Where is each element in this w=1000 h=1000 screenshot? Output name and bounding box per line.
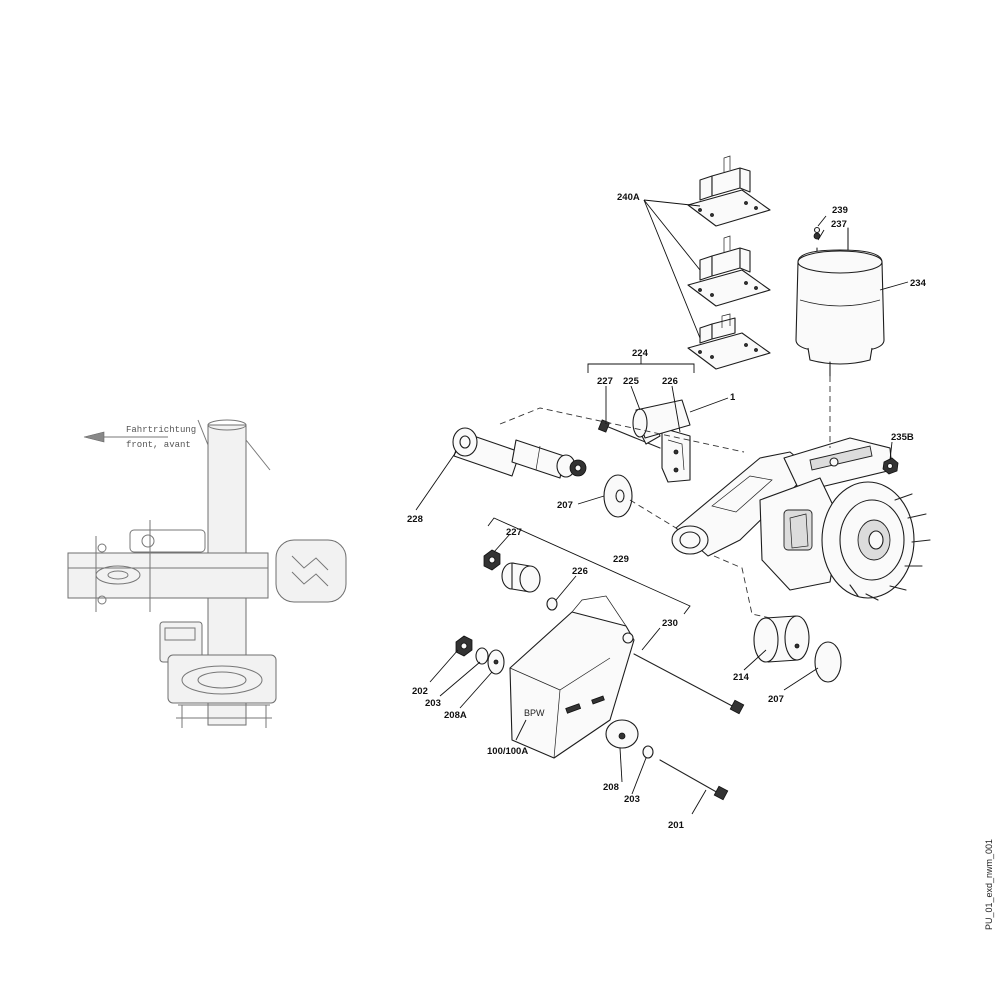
left-nut-202 [455, 635, 473, 657]
callout-228: 228 [407, 514, 423, 525]
direction-arrow-icon [83, 431, 168, 443]
bottom-washer-203 [642, 745, 654, 759]
overview-trailing-arm [67, 552, 269, 599]
drawing-code: PU_01_exd_nwm_001 [984, 839, 994, 930]
callout-239: 239 [832, 205, 848, 216]
wheel-studs [849, 493, 931, 601]
washer-disc-upper [603, 474, 633, 518]
callout-201: 201 [668, 820, 685, 831]
leader-lines [415, 199, 909, 815]
overview-assembly: Fahrtrichtung front, avant [67, 419, 347, 728]
hanger-stamp: BPW [524, 708, 545, 718]
callout-203-left: 203 [425, 698, 441, 709]
lock-nut-235B [882, 457, 899, 475]
callout-207-left: 207 [557, 500, 573, 511]
bottom-bolt-201 [659, 759, 729, 801]
eccentric-washer-208 [605, 719, 639, 749]
callout-208: 208 [603, 782, 619, 793]
shock-bushing-nut [569, 459, 587, 477]
callout-208A: 208A [444, 710, 467, 721]
callout-214: 214 [733, 672, 750, 683]
callout-237: 237 [831, 219, 847, 230]
overview-air-spring [275, 539, 347, 603]
callout-225: 225 [623, 376, 640, 387]
callout-100-100A: 100/100A [487, 746, 528, 757]
callout-labels: 240A 239 237 234 224 227 225 226 1 235B … [407, 192, 927, 831]
callout-203-bottom: 203 [624, 794, 640, 805]
callout-202: 202 [412, 686, 428, 697]
callout-229: 229 [613, 554, 629, 565]
callout-235B: 235B [891, 432, 914, 443]
air-spring-bellow [795, 226, 885, 377]
eccentric-washer-208A [487, 649, 505, 675]
bracket-lower [687, 313, 771, 370]
hanger-washer-small [546, 597, 558, 611]
direction-label-de: Fahrtrichtung [126, 425, 196, 435]
air-spring-bracket-set [687, 155, 771, 370]
direction-label-en-fr: front, avant [126, 440, 191, 450]
callout-226-mid: 226 [572, 566, 588, 577]
callout-234: 234 [910, 278, 927, 289]
callout-230: 230 [662, 618, 678, 629]
bracket-middle [687, 235, 771, 307]
callout-227-mid: 227 [506, 527, 522, 538]
bracket-upper [687, 155, 771, 227]
dashed-assembly-paths [499, 376, 831, 619]
callout-224: 224 [632, 348, 649, 359]
overview-axle-hub [167, 654, 277, 704]
left-washer-203 [475, 647, 489, 665]
callout-240A: 240A [617, 192, 640, 203]
bushing-sleeve [753, 615, 810, 663]
trailing-arm-axle [632, 399, 893, 557]
callout-226-top: 226 [662, 376, 678, 387]
callout-1: 1 [730, 392, 736, 403]
callout-227-top: 227 [597, 376, 613, 387]
hanger-bushing [501, 562, 541, 593]
shock-absorber [452, 427, 576, 479]
hanger-bracket: BPW [509, 595, 635, 759]
callout-207-right: 207 [768, 694, 784, 705]
hanger-nut [483, 549, 501, 571]
hanger-long-bolt [633, 653, 745, 715]
brake-hub-assembly [759, 477, 931, 601]
washer-disc-lower [814, 641, 842, 683]
